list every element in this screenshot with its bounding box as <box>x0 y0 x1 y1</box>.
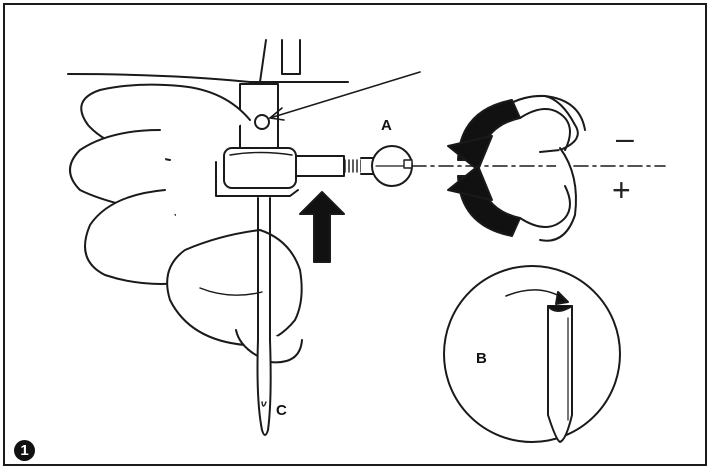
clamp-screw <box>295 145 413 187</box>
plus-sign: + <box>612 172 631 208</box>
figure-number-badge: 1 <box>14 440 35 461</box>
up-arrow-icon <box>299 191 345 263</box>
inset-circle <box>443 265 621 443</box>
needle-flat-detail <box>505 289 573 443</box>
label-c: C <box>276 402 287 419</box>
rotation-arrows-icon <box>447 94 586 242</box>
needle-icon <box>256 197 272 436</box>
minus-sign: – <box>616 120 634 156</box>
label-b: B <box>476 350 487 367</box>
label-a: A <box>381 117 392 134</box>
machine-body-outline <box>67 73 349 83</box>
needle-bar-hole <box>254 114 270 130</box>
hand-icon <box>69 83 303 364</box>
pointer-line <box>269 71 421 119</box>
thumb <box>166 229 303 346</box>
